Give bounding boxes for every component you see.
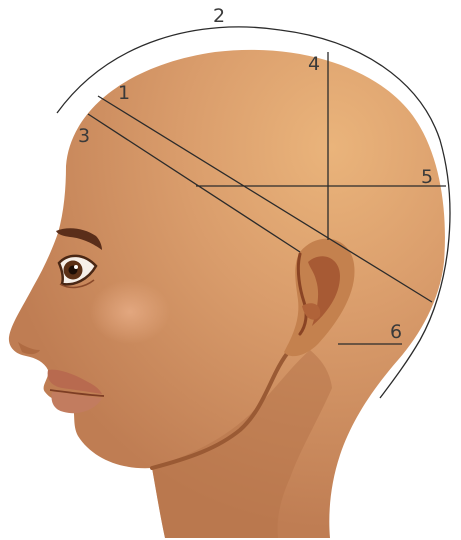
label-2: 2 — [213, 5, 225, 27]
label-1: 1 — [118, 82, 130, 104]
cheek-highlight — [90, 280, 170, 344]
label-3: 3 — [78, 125, 90, 147]
label-4: 4 — [308, 53, 320, 75]
label-5: 5 — [421, 166, 433, 188]
eye — [59, 256, 96, 288]
label-6: 6 — [390, 321, 402, 343]
